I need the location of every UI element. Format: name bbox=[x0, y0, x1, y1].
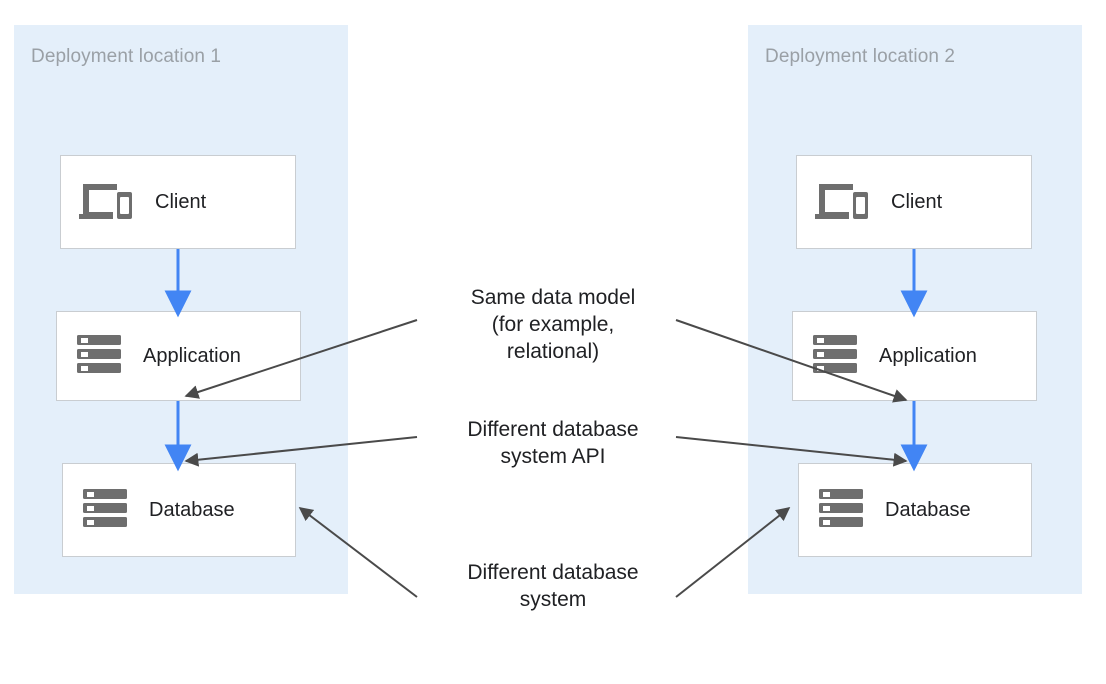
callout-different-database-system-api: Different database system API bbox=[467, 418, 639, 468]
node-application-2-label: Application bbox=[879, 345, 977, 367]
callout-different-database-system: Different database system bbox=[467, 561, 639, 611]
node-client-1-label: Client bbox=[155, 191, 207, 213]
node-application-2[interactable]: Application bbox=[792, 311, 1037, 401]
zone-2-title: Deployment location 2 bbox=[765, 46, 956, 67]
zone-1-title: Deployment location 1 bbox=[31, 46, 222, 67]
server-icon bbox=[813, 333, 859, 380]
node-application-1-label: Application bbox=[143, 345, 241, 367]
node-client-2-label: Client bbox=[891, 191, 943, 213]
database-icon bbox=[819, 487, 865, 534]
devices-icon bbox=[77, 178, 133, 227]
server-icon bbox=[77, 333, 123, 380]
node-database-2-label: Database bbox=[885, 499, 971, 521]
node-client-1[interactable]: Client bbox=[60, 155, 296, 249]
database-icon bbox=[83, 487, 129, 534]
node-database-1[interactable]: Database bbox=[62, 463, 296, 557]
node-client-2[interactable]: Client bbox=[796, 155, 1032, 249]
node-application-1[interactable]: Application bbox=[56, 311, 301, 401]
node-database-2[interactable]: Database bbox=[798, 463, 1032, 557]
node-database-1-label: Database bbox=[149, 499, 235, 521]
devices-icon bbox=[813, 178, 869, 227]
callout-same-data-model: Same data model (for example, relational… bbox=[470, 286, 636, 363]
